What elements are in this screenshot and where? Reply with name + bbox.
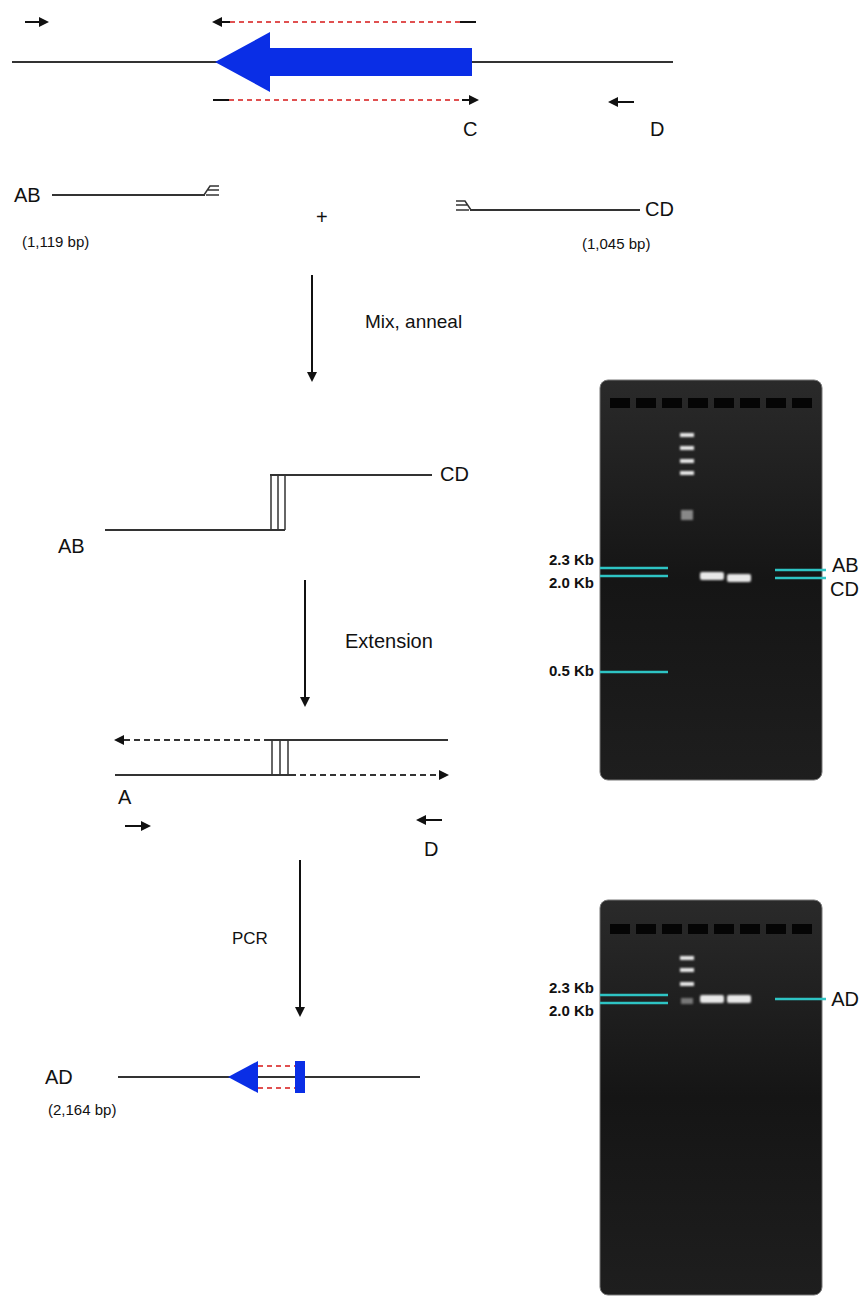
fragment-name: AB [14, 184, 41, 206]
ladder-size: 2.3 Kb [549, 552, 594, 569]
fragment-name: AD [45, 1066, 73, 1088]
primer-name: C [463, 118, 477, 140]
fragment-name: AB [58, 535, 85, 557]
ladder-size: 2.3 Kb [549, 980, 594, 997]
fragment-name: CD [645, 198, 674, 220]
ladder-size: 2.0 Kb [549, 1003, 594, 1020]
band-name: CD [830, 578, 859, 600]
step-label: Extension [345, 630, 433, 652]
step-label: PCR [232, 930, 268, 949]
fragment-size: (1,045 bp) [582, 236, 650, 253]
fragment-size: (1,119 bp) [22, 234, 89, 251]
ladder-size: 0.5 Kb [549, 663, 594, 680]
primer-name: D [650, 118, 664, 140]
step-label: Mix, anneal [365, 312, 462, 333]
plus-sign: + [316, 206, 328, 228]
fragment-size: (2,164 bp) [48, 1102, 116, 1119]
band-name: AB [832, 554, 859, 576]
band-name: AD [831, 988, 859, 1010]
primer-name: A [118, 786, 131, 808]
ladder-size: 2.0 Kb [549, 575, 594, 592]
primer-name: D [424, 838, 438, 860]
fragment-name: CD [440, 463, 469, 485]
